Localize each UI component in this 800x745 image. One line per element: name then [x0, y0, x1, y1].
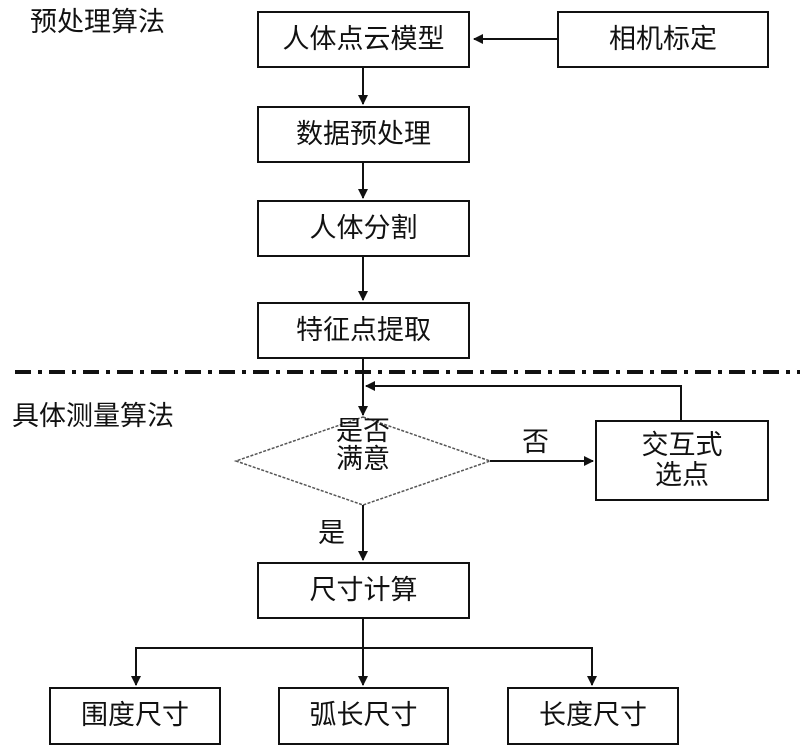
section-label-preprocessing: 预处理算法	[30, 7, 165, 38]
decision-diamond	[233, 416, 493, 506]
decision-text: 是否 满意	[313, 416, 413, 476]
interactive-line-1: 交互式	[641, 429, 723, 461]
section-label-measurement: 具体测量算法	[12, 401, 174, 432]
arrow-to-length	[363, 647, 597, 686]
node-arc-length-size: 弧长尺寸	[278, 687, 449, 745]
node-point-cloud-model: 人体点云模型	[257, 11, 470, 68]
interactive-line-2: 选点	[655, 459, 709, 491]
node-body-segmentation: 人体分割	[257, 200, 470, 257]
arrow-to-girth	[131, 647, 363, 686]
node-data-preprocessing: 数据预处理	[257, 106, 470, 163]
node-feature-extraction: 特征点提取	[257, 302, 470, 359]
edge-label-no: 否	[522, 427, 549, 458]
node-girth-size: 围度尺寸	[49, 687, 221, 745]
node-interactive-selection: 交互式 选点	[595, 420, 769, 501]
decision-line-2: 满意	[336, 444, 390, 476]
decision-line-1: 是否	[336, 416, 390, 447]
node-size-calculation: 尺寸计算	[257, 562, 470, 619]
edge-label-yes: 是	[318, 518, 345, 549]
node-camera-calibration: 相机标定	[557, 11, 769, 68]
node-length-size: 长度尺寸	[507, 687, 679, 745]
arrow-interactive-loop	[365, 381, 682, 420]
